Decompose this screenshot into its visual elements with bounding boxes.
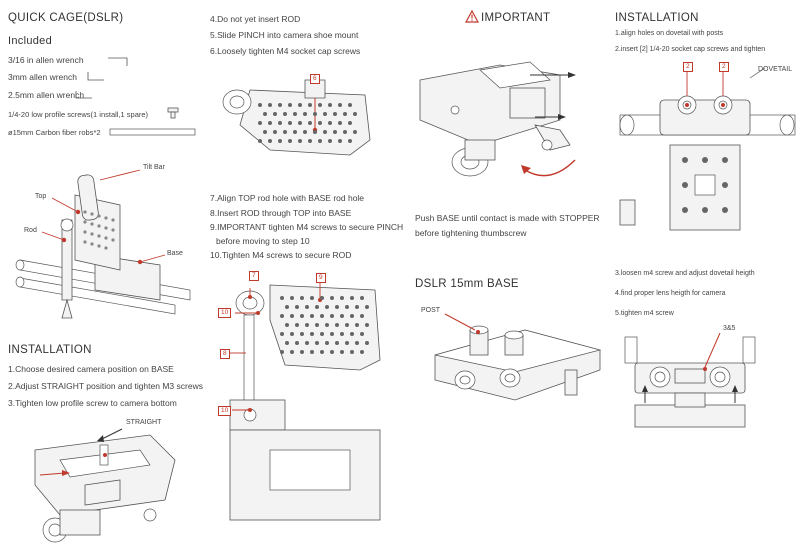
install-step-right: 1.align holes on dovetail with posts [615,30,724,37]
screw-icon [167,107,179,119]
stopper-diagram [419,61,576,177]
callout-top: Top [35,193,47,200]
included-item: 2.5mm allen wrench [8,90,85,100]
badge-2b: 2 [719,62,729,72]
important-note: before tightening thumbscrew [415,228,527,238]
rod-assembly-diagram [229,278,381,521]
dslr-15mm-base-diagram [434,313,602,401]
install-step-right: 4.find proper lens heigth for camera [615,290,726,297]
step-text: 6.Loosely tighten M4 socket cap screws [210,46,361,56]
install-step-right: 2.insert [2] 1/4-20 socket cap screws an… [615,46,766,53]
badge-6: 6 [310,74,320,84]
carbon-rod-icon [109,128,196,136]
badge-10b: 10 [218,406,232,416]
straight-label: STRAIGHT [126,419,162,426]
included-label: Included [8,35,52,47]
callout-base: Base [167,250,183,257]
step-text: 4.Do not yet insert ROD [210,14,301,24]
callout-rod: Rod [24,227,37,234]
allen-wrench-icon [75,91,92,99]
badge-9: 9 [316,273,326,283]
important-note: Push BASE until contact is made with STO… [415,213,600,223]
top-plate-diagram [222,79,371,156]
step-text: 8.Insert ROD through TOP into BASE [210,208,352,218]
step-text: before moving to step 10 [216,236,310,246]
badge-2a: 2 [683,62,693,72]
quick-cage-diagram [15,169,191,319]
included-items-glyphs [75,57,196,136]
installation-title-right: INSTALLATION [615,12,699,24]
quick-cage-title: QUICK CAGE(DSLR) [8,12,124,24]
step-text: 9.IMPORTANT tighten M4 screws to secure … [210,222,404,232]
install-step: 1.Choose desired camera position on BASE [8,364,174,374]
badge-10a: 10 [218,308,232,318]
label-3-and-5: 3&5 [723,325,736,332]
install-step-right: 5.tighten m4 screw [615,310,674,317]
dovetail-diagram [619,67,796,231]
install-step: 2.Adjust STRAIGHT position and tighten M… [8,381,203,391]
install-step: 3.Tighten low profile screw to camera bo… [8,398,177,408]
included-item: 3/16 in allen wrench [8,55,84,65]
allen-wrench-icon [108,57,128,66]
step-text: 7.Align TOP rod hole with BASE rod hole [210,193,365,203]
important-title: IMPORTANT [481,12,551,24]
included-item: 1/4-20 low profile screws(1 install,1 sp… [8,110,149,119]
included-item: 3mm allen wrench [8,72,77,82]
badge-7: 7 [249,271,259,281]
installation-title: INSTALLATION [8,344,92,356]
dslr-base-title: DSLR 15mm BASE [415,278,519,290]
dovetail-label: DOVETAIL [758,66,793,73]
warning-icon [464,9,480,23]
install-step-right: 3.loosen m4 screw and adjust dovetail he… [615,270,755,277]
allen-wrench-icon [87,72,104,81]
step-text: 10.Tighten M4 screws to secure ROD [210,250,352,260]
included-item: ø15mm Carbon fiber robs*2 [8,128,101,137]
dovetail-height-diagram [624,332,756,428]
post-label: POST [421,307,441,314]
base-plate-diagram [34,428,176,543]
callout-tilt-bar: Tilt Bar [143,164,165,171]
badge-8: 8 [220,349,230,359]
step-text: 5.Slide PINCH into camera shoe mount [210,30,359,40]
